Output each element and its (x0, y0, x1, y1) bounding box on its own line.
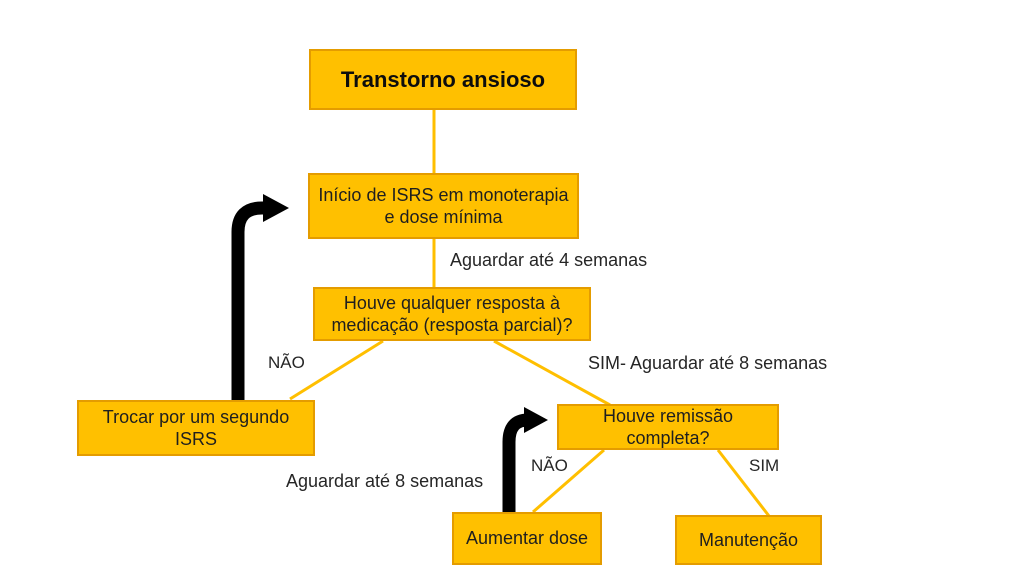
feedback-arrow-aumentar-remissao (502, 413, 529, 513)
node-manutencao: Manutenção (675, 515, 822, 565)
node-trocar-segundo-isrs-label: Trocar por um segundo ISRS (102, 406, 290, 450)
connector-remissao-manutencao (716, 449, 771, 517)
feedback-arrowhead-trocar-inicio (263, 194, 289, 222)
node-remissao-completa: Houve remissão completa? (557, 404, 779, 450)
connector-resposta-trocar (289, 339, 384, 401)
node-manutencao-label: Manutenção (698, 529, 799, 550)
edge-label-nao-remissao: NÃO (531, 456, 568, 475)
node-aumentar-dose-label: Aumentar dose (465, 528, 589, 549)
node-resposta-parcial: Houve qualquer resposta à medicação (res… (313, 287, 591, 341)
connector-resposta-remissao (493, 339, 611, 407)
node-resposta-parcial-label: Houve qualquer resposta à medicação (res… (331, 292, 573, 336)
feedback-arrowhead-aumentar-remissao (524, 407, 548, 433)
connector-remissao-aumentar (532, 448, 605, 514)
edge-label-aguardar-4-semanas: Aguardar até 4 semanas (450, 250, 648, 270)
node-trocar-segundo-isrs: Trocar por um segundo ISRS (77, 400, 315, 456)
node-inicio-isrs-label: Início de ISRS em monoterapia e dose mín… (318, 184, 569, 228)
node-transtorno-ansioso-label: Transtorno ansioso (340, 66, 546, 92)
edge-label-aguardar-8-semanas: Aguardar até 8 semanas (286, 471, 484, 491)
node-aumentar-dose: Aumentar dose (452, 512, 602, 565)
feedback-arrow-trocar-inicio (231, 201, 266, 401)
node-remissao-completa-label: Houve remissão completa? (602, 405, 734, 449)
node-transtorno-ansioso: Transtorno ansioso (309, 49, 577, 110)
edge-label-sim-aguardar-8-semanas: SIM- Aguardar até 8 semanas (588, 353, 828, 373)
node-inicio-isrs: Início de ISRS em monoterapia e dose mín… (308, 173, 579, 239)
edge-label-sim-remissao: SIM (749, 456, 780, 475)
edge-label-nao-resposta: NÃO (268, 353, 305, 372)
